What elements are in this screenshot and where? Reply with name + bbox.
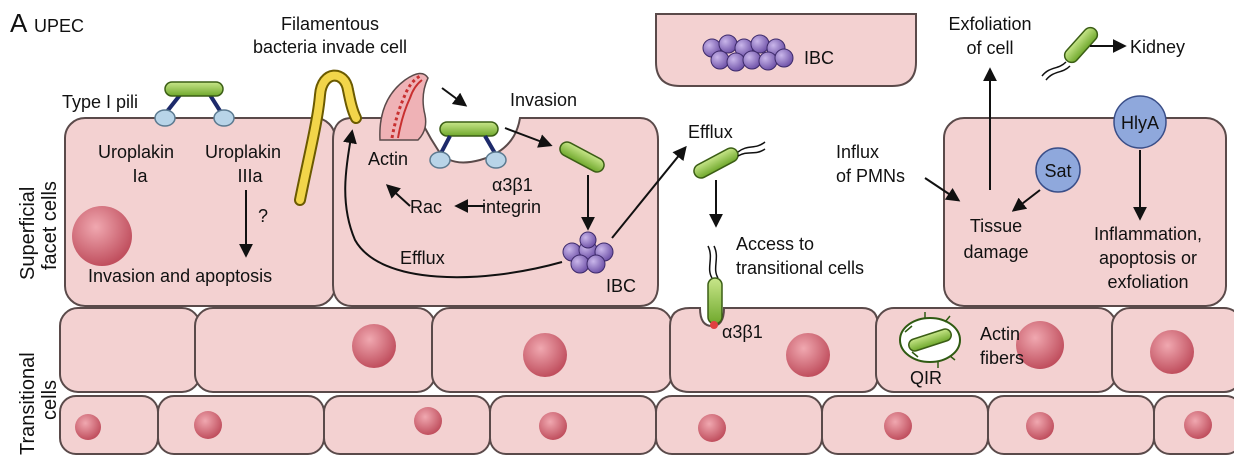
arrow-rac-to-actin bbox=[385, 184, 411, 207]
arrow-invasion bbox=[504, 127, 553, 148]
nuclei bbox=[72, 206, 1212, 442]
arrow-efflux-curve bbox=[343, 129, 563, 279]
label-integrin-1: α3β1 bbox=[492, 175, 533, 195]
label-tissue-1: Tissue bbox=[970, 216, 1022, 236]
label-inflammation-2: apoptosis or bbox=[1099, 248, 1197, 268]
label-access-2: transitional cells bbox=[736, 258, 864, 278]
label-filamentous-2: bacteria invade cell bbox=[253, 37, 407, 57]
label-type1-pili: Type I pili bbox=[62, 92, 138, 112]
label-ibc-top: IBC bbox=[804, 48, 834, 68]
internalized-bacterium bbox=[559, 141, 605, 173]
label-tissue-2: damage bbox=[963, 242, 1028, 262]
side-label-superficial-1: Superficial bbox=[17, 187, 39, 280]
label-exfoliation-2: of cell bbox=[966, 38, 1013, 58]
label-uroplakin-1a-2: Ia bbox=[132, 166, 148, 186]
side-label-superficial: Superficial facet cells bbox=[17, 181, 61, 280]
superficial-cell-3 bbox=[943, 117, 1227, 307]
arrow-sat-to-damage bbox=[1011, 189, 1041, 212]
label-inflammation-1: Inflammation, bbox=[1094, 224, 1202, 244]
label-actin-fibers-1: Actin bbox=[980, 324, 1020, 344]
ibc-cluster-top bbox=[702, 34, 794, 72]
arrow-influx bbox=[924, 177, 961, 202]
panel-letter: A bbox=[10, 8, 28, 38]
transitional-row-2 bbox=[59, 395, 1234, 455]
label-uroplakin-1a-1: Uroplakin bbox=[98, 142, 174, 162]
label-sat: Sat bbox=[1044, 161, 1071, 181]
side-label-superficial-2: facet cells bbox=[39, 181, 61, 270]
label-uroplakin-3a-1: Uroplakin bbox=[205, 142, 281, 162]
side-label-transitional-2: cells bbox=[39, 380, 61, 420]
actin-protrusion bbox=[379, 72, 429, 141]
label-kidney: Kidney bbox=[1130, 37, 1185, 57]
label-rac: Rac bbox=[410, 197, 442, 217]
label-integrin-2: integrin bbox=[482, 197, 541, 217]
arrow-efflux-out bbox=[611, 145, 687, 239]
label-uroplakin-3a-2: IIIa bbox=[237, 166, 263, 186]
label-efflux-curve: Efflux bbox=[400, 248, 445, 268]
label-influx-1: Influx bbox=[836, 142, 879, 162]
label-qir: QIR bbox=[910, 368, 942, 388]
label-filamentous-1: Filamentous bbox=[281, 14, 379, 34]
flagellated-bacterium-efflux bbox=[693, 141, 766, 179]
label-a3b1-receptor: α3β1 bbox=[722, 322, 763, 342]
type1-pili-bacterium bbox=[154, 81, 235, 127]
ibc-cluster-lower bbox=[562, 231, 614, 274]
sat-toxin: Sat bbox=[1035, 147, 1081, 193]
label-influx-2: of PMNs bbox=[836, 166, 905, 186]
label-efflux-top: Efflux bbox=[688, 122, 733, 142]
flagellated-bacterium-access bbox=[707, 245, 723, 329]
flagellated-bacterium-kidney bbox=[1041, 26, 1099, 81]
side-label-transitional-1: Transitional bbox=[17, 352, 39, 455]
label-access-1: Access to bbox=[736, 234, 814, 254]
filamentous-bacterium bbox=[296, 71, 360, 204]
label-actin: Actin bbox=[368, 149, 408, 169]
label-ibc-lower: IBC bbox=[606, 276, 636, 296]
side-label-transitional: Transitional cells bbox=[17, 352, 61, 455]
qir-vesicle bbox=[899, 312, 961, 368]
label-invasion-apoptosis: Invasion and apoptosis bbox=[88, 266, 272, 286]
arrow-actin-to-invasion bbox=[441, 87, 468, 107]
panel-title: UPEC bbox=[34, 16, 84, 36]
label-hlya: HlyA bbox=[1121, 113, 1159, 133]
label-question: ? bbox=[258, 206, 268, 226]
label-actin-fibers-2: fibers bbox=[980, 348, 1024, 368]
hlya-toxin: HlyA bbox=[1113, 95, 1167, 149]
invading-bacterium-pili bbox=[429, 121, 507, 169]
label-exfoliation-1: Exfoliation bbox=[948, 14, 1031, 34]
label-invasion: Invasion bbox=[510, 90, 577, 110]
label-inflammation-3: exfoliation bbox=[1107, 272, 1188, 292]
